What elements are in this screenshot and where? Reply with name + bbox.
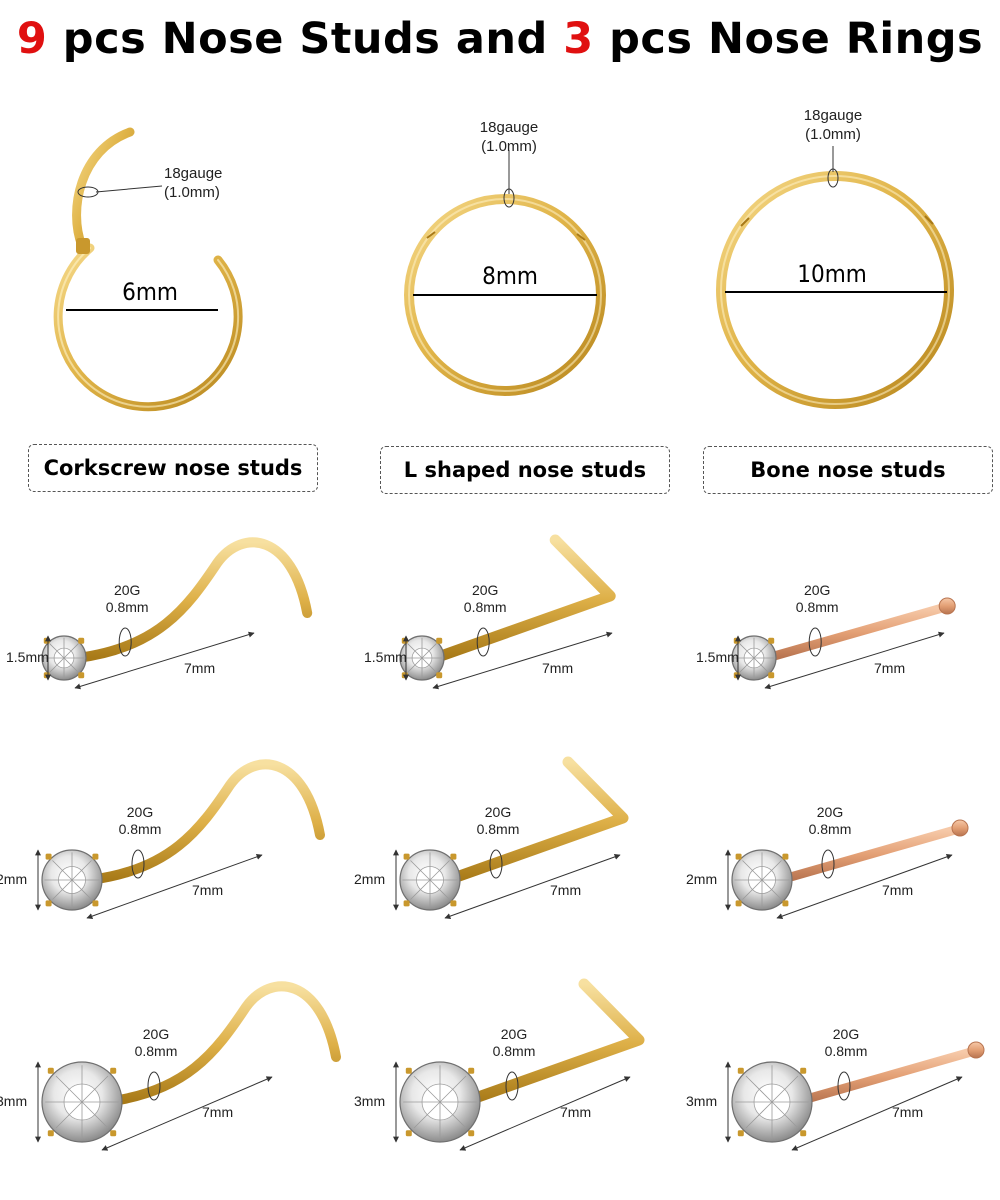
gem-size-label: 3mm: [354, 1093, 386, 1109]
gem-size-label: 1.5mm: [696, 649, 739, 665]
crystal-gem-icon: [41, 1061, 123, 1143]
category-bone: Bone nose studs: [703, 446, 993, 494]
gauge-label: 20G: [142, 1026, 170, 1042]
gauge-label: 20G: [832, 1026, 860, 1042]
ring-size-label: 6mm: [122, 278, 178, 306]
corkscrew-stud-illustration: [35, 759, 325, 919]
gauge-label: 20G: [471, 582, 499, 598]
crystal-gem-icon: [41, 849, 103, 911]
gem-size-label: 1.5mm: [364, 649, 407, 665]
wire-thickness-label: 0.8mm: [795, 599, 839, 615]
nose-ring-10mm-illustration: [716, 146, 954, 409]
nose-ring-6mm-illustration: [53, 127, 243, 412]
corkscrew-stud-illustration: [41, 537, 313, 690]
crystal-gem-icon: [731, 1061, 813, 1143]
ring-gauge-label: 18gauge(1.0mm): [479, 119, 539, 155]
lshaped-stud-illustration: [399, 534, 616, 690]
bone-stud-illustration: [725, 1041, 985, 1151]
gauge-label: 20G: [816, 804, 844, 820]
length-label: 7mm: [550, 882, 582, 898]
gem-size-label: 2mm: [354, 871, 386, 887]
gem-size-label: 2mm: [0, 871, 28, 887]
page-title: 9 pcs Nose Studs and 3 pcs Nose Rings: [0, 14, 1000, 64]
bone-stud-illustration: [731, 597, 956, 690]
length-label: 7mm: [892, 1104, 924, 1120]
length-label: 7mm: [184, 660, 216, 676]
gem-size-label: 3mm: [686, 1093, 718, 1109]
nose-ring-8mm-illustration: [404, 150, 606, 396]
gauge-label: 20G: [484, 804, 512, 820]
wire-thickness-label: 0.8mm: [808, 821, 852, 837]
nose-ring-8mm: 8mm 18gauge(1.0mm): [395, 110, 615, 400]
wire-thickness-label: 0.8mm: [134, 1043, 178, 1059]
corkscrew-stud-illustration: [35, 981, 341, 1151]
gauge-label: 20G: [500, 1026, 528, 1042]
crystal-gem-icon: [399, 849, 461, 911]
wire-thickness-label: 0.8mm: [105, 599, 149, 615]
length-label: 7mm: [542, 660, 574, 676]
bone-stud-illustration: [725, 819, 969, 919]
length-label: 7mm: [202, 1104, 234, 1120]
lshaped-stud-illustration: [393, 756, 629, 919]
title-rings-text: pcs Nose Rings: [593, 14, 984, 64]
category-l-shaped: L shaped nose studs: [380, 446, 670, 494]
lshaped-stud-illustration: [393, 978, 645, 1151]
gauge-label: 20G: [803, 582, 831, 598]
gauge-label: 20G: [126, 804, 154, 820]
wire-thickness-label: 0.8mm: [118, 821, 162, 837]
ring-size-label: 10mm: [797, 260, 867, 288]
length-label: 7mm: [882, 882, 914, 898]
studs-count: 9: [16, 14, 48, 64]
crystal-gem-icon: [399, 1061, 481, 1143]
length-label: 7mm: [874, 660, 906, 676]
wire-thickness-label: 0.8mm: [492, 1043, 536, 1059]
length-label: 7mm: [560, 1104, 592, 1120]
length-label: 7mm: [192, 882, 224, 898]
gauge-label: 20G: [113, 582, 141, 598]
gem-size-label: 1.5mm: [6, 649, 49, 665]
wire-thickness-label: 0.8mm: [463, 599, 507, 615]
ring-gauge-label: 18gauge(1.0mm): [803, 107, 863, 143]
gem-size-label: 2mm: [686, 871, 718, 887]
nose-ring-10mm: 10mm 18gauge(1.0mm): [715, 100, 965, 420]
ring-size-label: 8mm: [482, 262, 538, 290]
nose-ring-6mm: 6mm 18gauge(1.0mm): [40, 120, 320, 412]
title-studs-text: pcs Nose Studs and: [47, 14, 564, 64]
ring-gauge-label: 18gauge(1.0mm): [164, 165, 223, 201]
gem-size-label: 3mm: [0, 1093, 28, 1109]
crystal-gem-icon: [731, 849, 793, 911]
category-corkscrew: Corkscrew nose studs: [28, 444, 318, 492]
rings-count: 3: [563, 14, 594, 64]
wire-thickness-label: 0.8mm: [476, 821, 520, 837]
wire-thickness-label: 0.8mm: [824, 1043, 868, 1059]
